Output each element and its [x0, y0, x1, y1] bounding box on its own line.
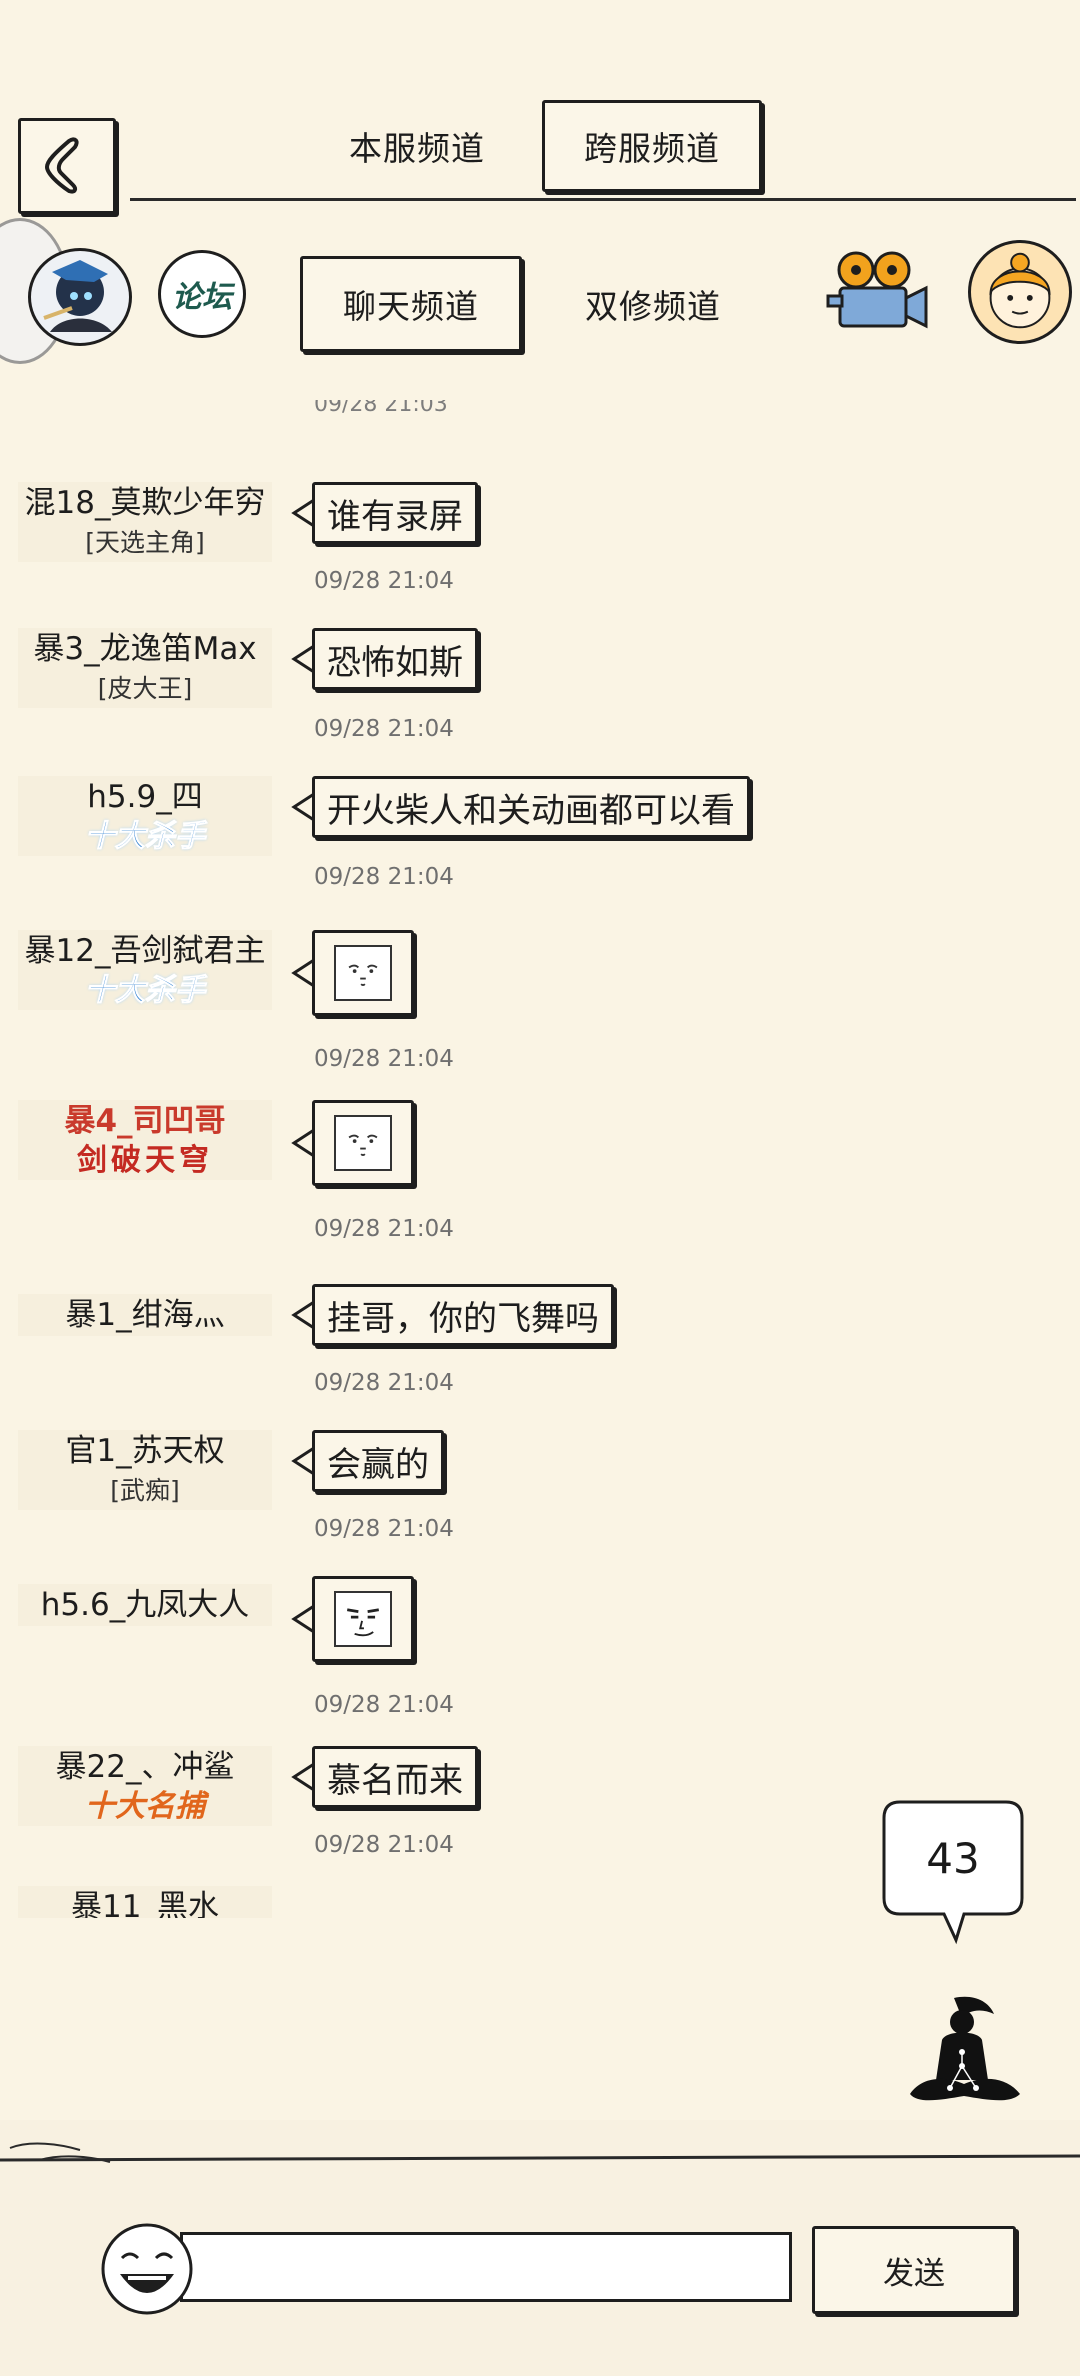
player-avatar[interactable]: [28, 248, 132, 346]
laughing-face-icon: [101, 2223, 193, 2315]
tab-cross-server[interactable]: 跨服频道: [542, 100, 762, 192]
message-text: 开火柴人和关动画都可以看: [327, 790, 735, 831]
meditation-button[interactable]: [902, 1992, 1028, 2112]
message-time: 09/28 21:04: [314, 1692, 454, 1718]
bubble-tail-icon: [291, 1604, 315, 1634]
sticker-face-icon: [334, 945, 392, 1001]
message-text: 挂哥，你的飞舞吗: [327, 1298, 599, 1339]
sender-name: 暴1_绀海灬: [65, 1297, 225, 1333]
message-time: 09/28 21:04: [314, 1216, 454, 1242]
sender-block[interactable]: 暴12_吾剑弑君主 十大杀手: [18, 930, 272, 1010]
sender-name: h5.9_四: [87, 779, 203, 815]
sticker-bubble[interactable]: [312, 1576, 414, 1662]
bubble-tail-icon: [291, 958, 315, 988]
sender-name: 暴22_、冲鲨: [55, 1749, 235, 1785]
unread-counter-bubble[interactable]: 43: [880, 1798, 1026, 1946]
back-button[interactable]: [18, 118, 116, 214]
header-divider: [130, 198, 1076, 201]
message-time: 09/28 21:04: [314, 716, 454, 742]
sender-block[interactable]: 暴4_司凹哥 剑破天穹: [18, 1100, 272, 1180]
tab-local-server[interactable]: 本服频道: [312, 100, 522, 192]
tab-cross-server-label: 跨服频道: [584, 129, 720, 168]
sender-title-badge: 剑破天穹: [77, 1143, 213, 1178]
sender-block[interactable]: h5.6_九凤大人: [18, 1584, 272, 1626]
sender-title: [天选主角]: [85, 528, 205, 557]
tab-dual-cultivation-label: 双修频道: [585, 287, 721, 326]
warrior-avatar-icon: [43, 260, 112, 332]
sender-block[interactable]: 暴11_黑水: [18, 1886, 272, 1918]
tab-chat-channel-label: 聊天频道: [343, 287, 479, 326]
input-bar: 发送: [0, 2120, 1080, 2376]
sender-title-badge: 十大名捕: [85, 1789, 205, 1824]
sender-name: 暴11_黑水: [71, 1889, 219, 1918]
sender-title: [皮大王]: [97, 674, 193, 703]
sender-name: 混18_莫欺少年穷: [24, 485, 266, 521]
message-input[interactable]: [180, 2232, 792, 2302]
sender-name: 暴12_吾剑弑君主: [24, 933, 266, 969]
message-text: 谁有录屏: [327, 496, 463, 537]
speech-bubble-icon: [882, 1800, 1024, 1945]
chat-message-list[interactable]: 09/28 21:03 混18_莫欺少年穷 [天选主角] 谁有录屏 09/28 …: [0, 400, 1080, 1918]
bubble-tail-icon: [291, 1446, 315, 1476]
tab-dual-cultivation-channel[interactable]: 双修频道: [546, 256, 760, 352]
message-text: 慕名而来: [327, 1760, 463, 1801]
message-time: 09/28 21:04: [314, 1516, 454, 1542]
sender-name: 暴3_龙逸笛Max: [33, 631, 257, 667]
forum-button[interactable]: 论坛: [158, 250, 246, 338]
tab-chat-channel[interactable]: 聊天频道: [300, 256, 522, 352]
message-time: 09/28 21:04: [314, 568, 454, 594]
bubble-tail-icon: [291, 498, 315, 528]
message-bubble[interactable]: 谁有录屏: [312, 482, 478, 544]
sender-block[interactable]: 官1_苏天权 [武痴]: [18, 1430, 272, 1510]
back-arrow-icon: [44, 137, 79, 194]
forum-label: 论坛: [172, 280, 232, 315]
bubble-tail-icon: [291, 1128, 315, 1158]
unread-count: 43: [926, 1834, 980, 1883]
bubble-tail-icon: [291, 1762, 315, 1792]
girl-avatar-icon: [989, 252, 1051, 329]
sender-title: [武痴]: [110, 1476, 180, 1505]
bubble-tail-icon: [291, 1300, 315, 1330]
meditating-figure-icon: [910, 1996, 1020, 2101]
message-bubble[interactable]: 开火柴人和关动画都可以看: [312, 776, 750, 838]
sticker-bubble[interactable]: [312, 1100, 414, 1186]
sender-name: 官1_苏天权: [65, 1433, 225, 1469]
message-time: 09/28 21:03: [314, 400, 448, 417]
sender-block[interactable]: h5.9_四 十大杀手: [18, 776, 272, 856]
bubble-tail-icon: [291, 644, 315, 674]
ink-divider: [0, 2142, 1080, 2163]
sender-block[interactable]: 混18_莫欺少年穷 [天选主角]: [18, 482, 272, 562]
sticker-bubble[interactable]: [312, 930, 414, 1016]
bubble-tail-icon: [291, 792, 315, 822]
message-bubble[interactable]: 恐怖如斯: [312, 628, 478, 690]
send-button[interactable]: 发送: [812, 2226, 1016, 2314]
message-time: 09/28 21:04: [314, 1046, 454, 1072]
smirk-face-icon: [334, 1591, 392, 1647]
sender-block[interactable]: 暴22_、冲鲨 十大名捕: [18, 1746, 272, 1826]
send-button-label: 发送: [883, 2255, 945, 2292]
message-text: 会赢的: [327, 1444, 429, 1485]
message-time: 09/28 21:04: [314, 1370, 454, 1396]
message-time: 09/28 21:04: [314, 1832, 454, 1858]
message-time: 09/28 21:04: [314, 864, 454, 890]
movie-camera-icon: [826, 251, 928, 329]
sender-name: h5.6_九凤大人: [40, 1587, 250, 1623]
message-bubble[interactable]: 会赢的: [312, 1430, 444, 1492]
sticker-face-icon: [334, 1115, 392, 1171]
message-bubble[interactable]: 挂哥，你的飞舞吗: [312, 1284, 614, 1346]
sender-title-badge: 十大杀手: [85, 973, 206, 1009]
sender-title-badge: 十大杀手: [85, 819, 206, 855]
message-text: 恐怖如斯: [327, 642, 463, 683]
sender-name: 暴4_司凹哥: [64, 1103, 226, 1139]
video-camera-button[interactable]: [826, 248, 932, 336]
sender-block[interactable]: 暴3_龙逸笛Max [皮大王]: [18, 628, 272, 708]
tab-local-server-label: 本服频道: [349, 129, 485, 168]
message-bubble[interactable]: 慕名而来: [312, 1746, 478, 1808]
profile-avatar[interactable]: [968, 240, 1072, 344]
emoji-button[interactable]: [100, 2222, 194, 2316]
sender-block[interactable]: 暴1_绀海灬: [18, 1294, 272, 1336]
